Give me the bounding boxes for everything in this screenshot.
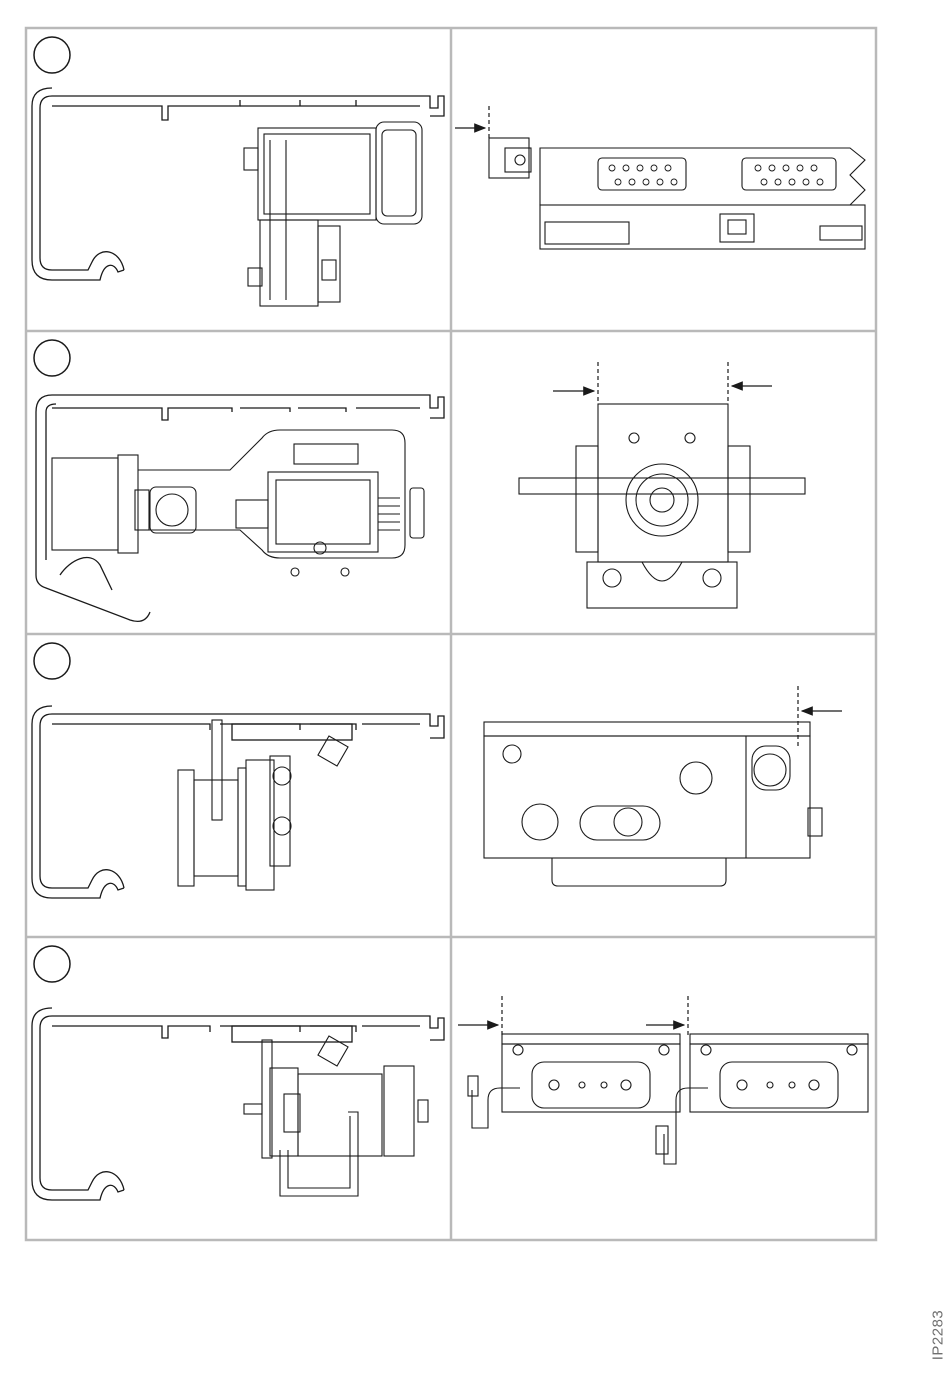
step-marker-2 [34,340,70,376]
alignment-arrow-1 [455,106,489,140]
board-holes [609,165,823,185]
roller-assembly-4 [244,1036,428,1196]
step-marker-4 [34,946,70,982]
step-marker-3 [34,643,70,679]
control-board [489,138,865,249]
pulley-assembly-3 [178,720,348,890]
rail-profile-2 [36,395,444,621]
step-marker-1 [34,37,70,73]
bracket-plate-front [484,722,822,886]
motor-assembly-2 [52,430,424,576]
motor-unit-front [519,404,805,608]
alignment-arrows-4 [458,996,688,1036]
drive-unit-1 [244,122,422,306]
two-brackets-front [468,1034,868,1164]
alignment-arrow-3 [798,686,842,748]
figure-code-text: IP2283 [930,1310,947,1361]
panel-grid [26,28,876,1240]
figure-code: IP2283 [918,1280,950,1390]
alignment-arrows-2 [553,362,772,404]
